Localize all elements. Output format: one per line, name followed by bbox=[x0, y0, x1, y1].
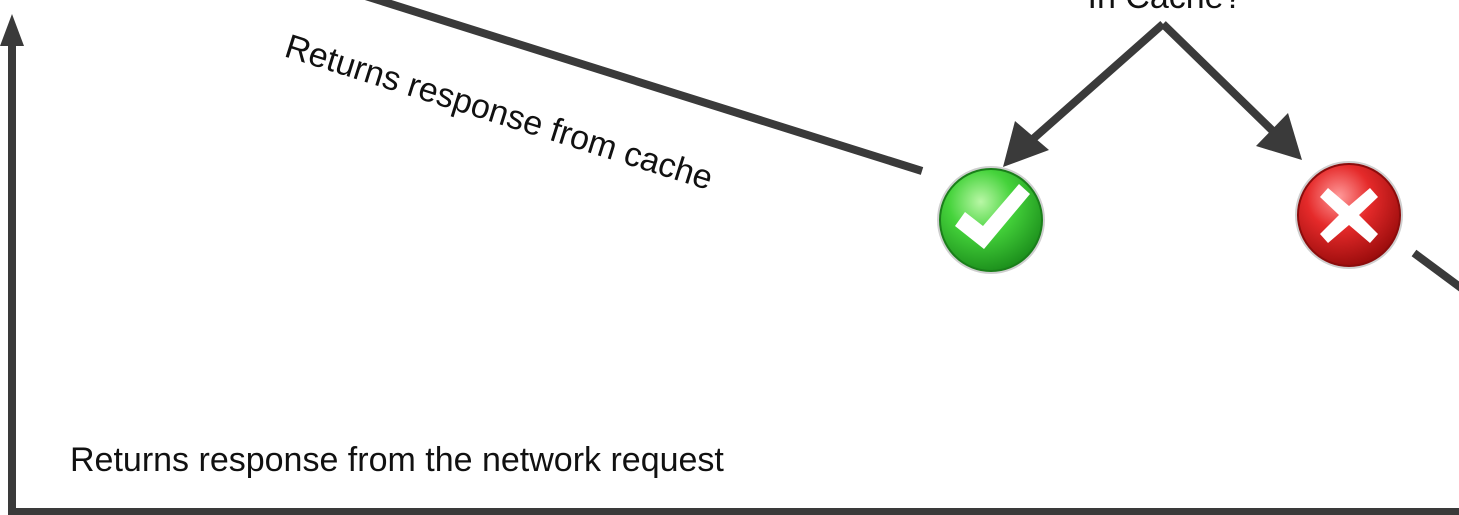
check-circle-icon bbox=[937, 166, 1045, 274]
branch-arrow-no-head bbox=[1256, 113, 1302, 160]
branch-arrow-yes bbox=[1022, 21, 1166, 149]
return-up-arrowhead bbox=[0, 14, 24, 46]
branch-arrow-yes-head bbox=[1003, 121, 1049, 167]
branch-arrow-no bbox=[1160, 21, 1283, 141]
cache-hit-return-line bbox=[364, 0, 924, 175]
x-circle-icon bbox=[1295, 161, 1403, 269]
network-response-label: Returns response from the network reques… bbox=[70, 441, 724, 479]
cache-miss-network-line bbox=[1411, 249, 1459, 292]
in-cache-question-label: In Cache? bbox=[1088, 0, 1243, 16]
cache-hit-label: Returns response from cache bbox=[281, 27, 718, 197]
